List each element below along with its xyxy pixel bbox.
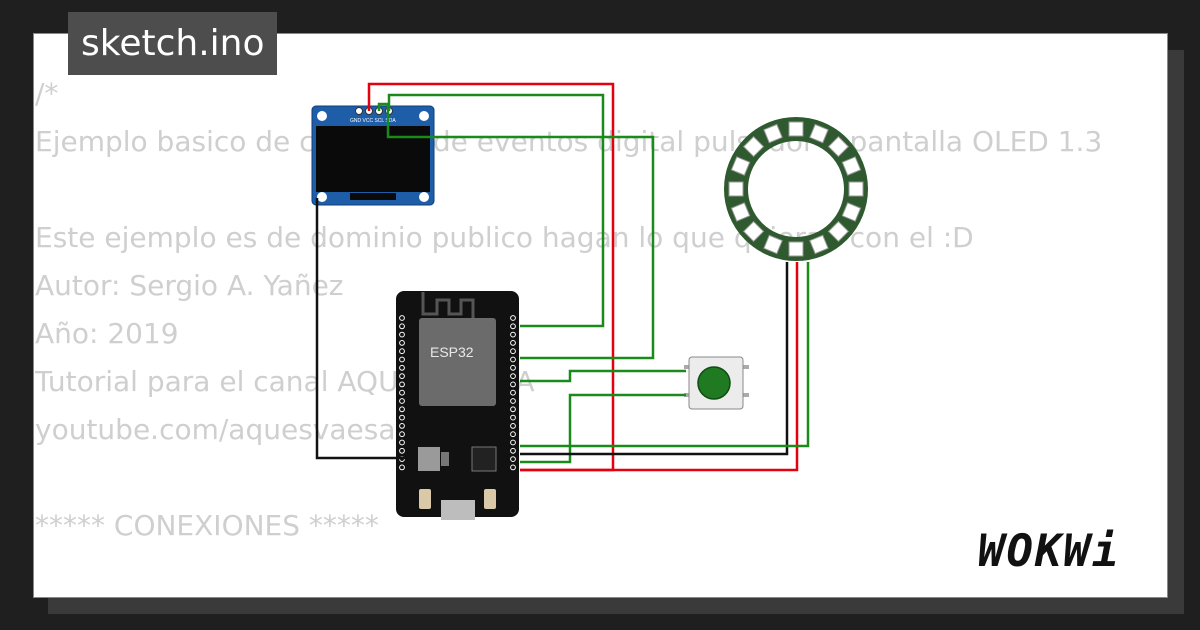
led-pixel: [809, 234, 829, 255]
esp32-pin: [510, 323, 516, 330]
led-pixel: [841, 202, 862, 222]
led-pixel: [848, 181, 864, 197]
esp32-pin: [510, 340, 516, 346]
led-pixel: [730, 202, 751, 222]
esp32-pin: [399, 398, 405, 404]
file-tab[interactable]: sketch.ino: [68, 12, 278, 75]
wokwi-logo: WOKWi: [978, 526, 1120, 577]
esp32-pin: [510, 315, 516, 321]
esp32-pin: [510, 423, 516, 429]
esp32-pin: [399, 389, 405, 396]
led-pixel: [763, 234, 783, 255]
led-pixel: [827, 135, 850, 158]
esp32-pin: [399, 464, 405, 471]
esp32-pin: [510, 447, 516, 454]
esp32-pin: [510, 356, 516, 363]
esp32-pin: [510, 431, 516, 438]
esp32-pin: [399, 414, 405, 421]
wires: [315, 82, 810, 472]
led-pixel: [841, 156, 862, 176]
esp32-pin: [510, 381, 516, 388]
code-line: ***** CONEXIONES *****: [35, 509, 379, 542]
esp32-pin: [399, 447, 405, 454]
esp32-pin: [399, 356, 405, 363]
esp32-pin: [399, 323, 405, 330]
led-pixel: [809, 123, 829, 144]
led-pixel: [728, 181, 744, 197]
esp32-pin: [510, 439, 516, 446]
esp32-pin: [399, 348, 405, 355]
code-line: Autor: Sergio A. Yañez: [35, 269, 344, 302]
esp32-pin: [510, 364, 516, 371]
code-line: Ejemplo basico de contador de eventos di…: [35, 125, 1100, 158]
push-button[interactable]: [684, 356, 749, 410]
esp32-pin: [510, 456, 516, 463]
esp32-pin: [510, 389, 516, 396]
led-pixel: [788, 241, 804, 257]
code-line: Año: 2019: [35, 317, 179, 350]
esp32-pin: [510, 398, 516, 404]
esp32-pin: [399, 364, 405, 371]
led-pixel: [742, 220, 765, 243]
code-preview: /* Ejemplo basico de contador de eventos…: [35, 70, 1100, 550]
esp32-pin: [510, 414, 516, 421]
led-pixel: [788, 121, 804, 137]
esp32-pin: [510, 348, 516, 355]
esp32-pin: [399, 373, 405, 380]
esp32-pin: [399, 340, 405, 346]
code-preview-card: [33, 33, 1168, 598]
code-line: /*: [35, 77, 59, 110]
esp32-pin: [399, 331, 405, 338]
led-pixel: [742, 135, 765, 158]
led-pixel: [827, 220, 850, 243]
esp32-pin: [399, 431, 405, 438]
esp32-pin: [399, 406, 405, 413]
esp32-pin: [510, 406, 516, 413]
led-pixel: [730, 156, 751, 176]
esp32-chip-label: ESP32: [430, 344, 474, 360]
led-ring[interactable]: [724, 117, 868, 261]
esp32-pin: [510, 331, 516, 338]
oled-display[interactable]: GND VCC SCL SDA: [311, 105, 435, 206]
led-pixel: [763, 123, 783, 144]
esp32-board[interactable]: ESP32: [396, 291, 519, 520]
code-line: youtube.com/aquesvaesa: [35, 413, 396, 446]
esp32-pin: [399, 423, 405, 429]
esp32-pin: [510, 464, 516, 471]
esp32-pin: [399, 439, 405, 446]
esp32-pin: [399, 381, 405, 388]
esp32-pin: [399, 315, 405, 321]
oled-pin-labels: GND VCC SCL SDA: [350, 118, 396, 124]
esp32-pin: [510, 373, 516, 380]
